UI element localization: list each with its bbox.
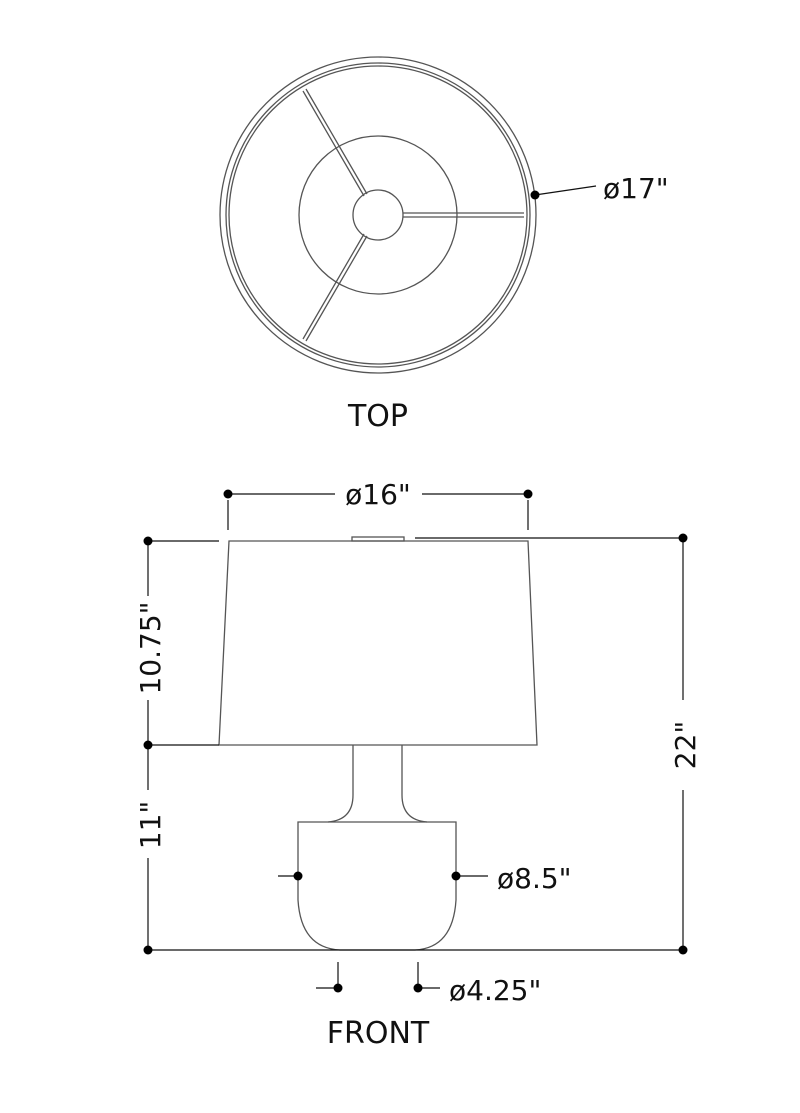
lamp-shade <box>218 540 538 746</box>
body-diameter-dimension: ø8.5" <box>278 862 572 895</box>
finial-cap <box>351 536 405 542</box>
total-height-label: 22" <box>669 721 702 770</box>
shade-inner-ring <box>228 65 528 365</box>
shade-diameter-dimension: ø16" <box>223 478 533 530</box>
total-height-dimension: 22" <box>415 533 702 955</box>
shade-outer-ring <box>219 56 537 374</box>
shade-height-label: 10.75" <box>134 601 167 694</box>
top-view-title: TOP <box>347 399 408 434</box>
hub-ring <box>352 189 404 241</box>
lamp-base-body <box>297 821 457 951</box>
harp-ring <box>298 135 458 295</box>
front-view-title: FRONT <box>327 1016 430 1051</box>
lamp-neck <box>327 745 428 823</box>
diameter-leader <box>534 185 597 196</box>
front-view: ø16" 10.75" 11" 22" ø8.5" <box>134 478 702 1051</box>
shade-diameter-label: ø16" <box>345 478 411 511</box>
top-view: ø17" TOP <box>219 56 669 434</box>
spokes <box>302 88 524 342</box>
shade-rim-ring <box>225 62 531 368</box>
left-height-dimension: 10.75" 11" <box>134 536 683 955</box>
body-diameter-label: ø8.5" <box>497 862 572 895</box>
leader-dot <box>530 190 540 200</box>
foot-diameter-dimension: ø4.25" <box>316 962 541 1007</box>
foot-diameter-label: ø4.25" <box>449 974 541 1007</box>
base-height-label: 11" <box>134 801 167 850</box>
top-diameter-label: ø17" <box>603 172 669 205</box>
